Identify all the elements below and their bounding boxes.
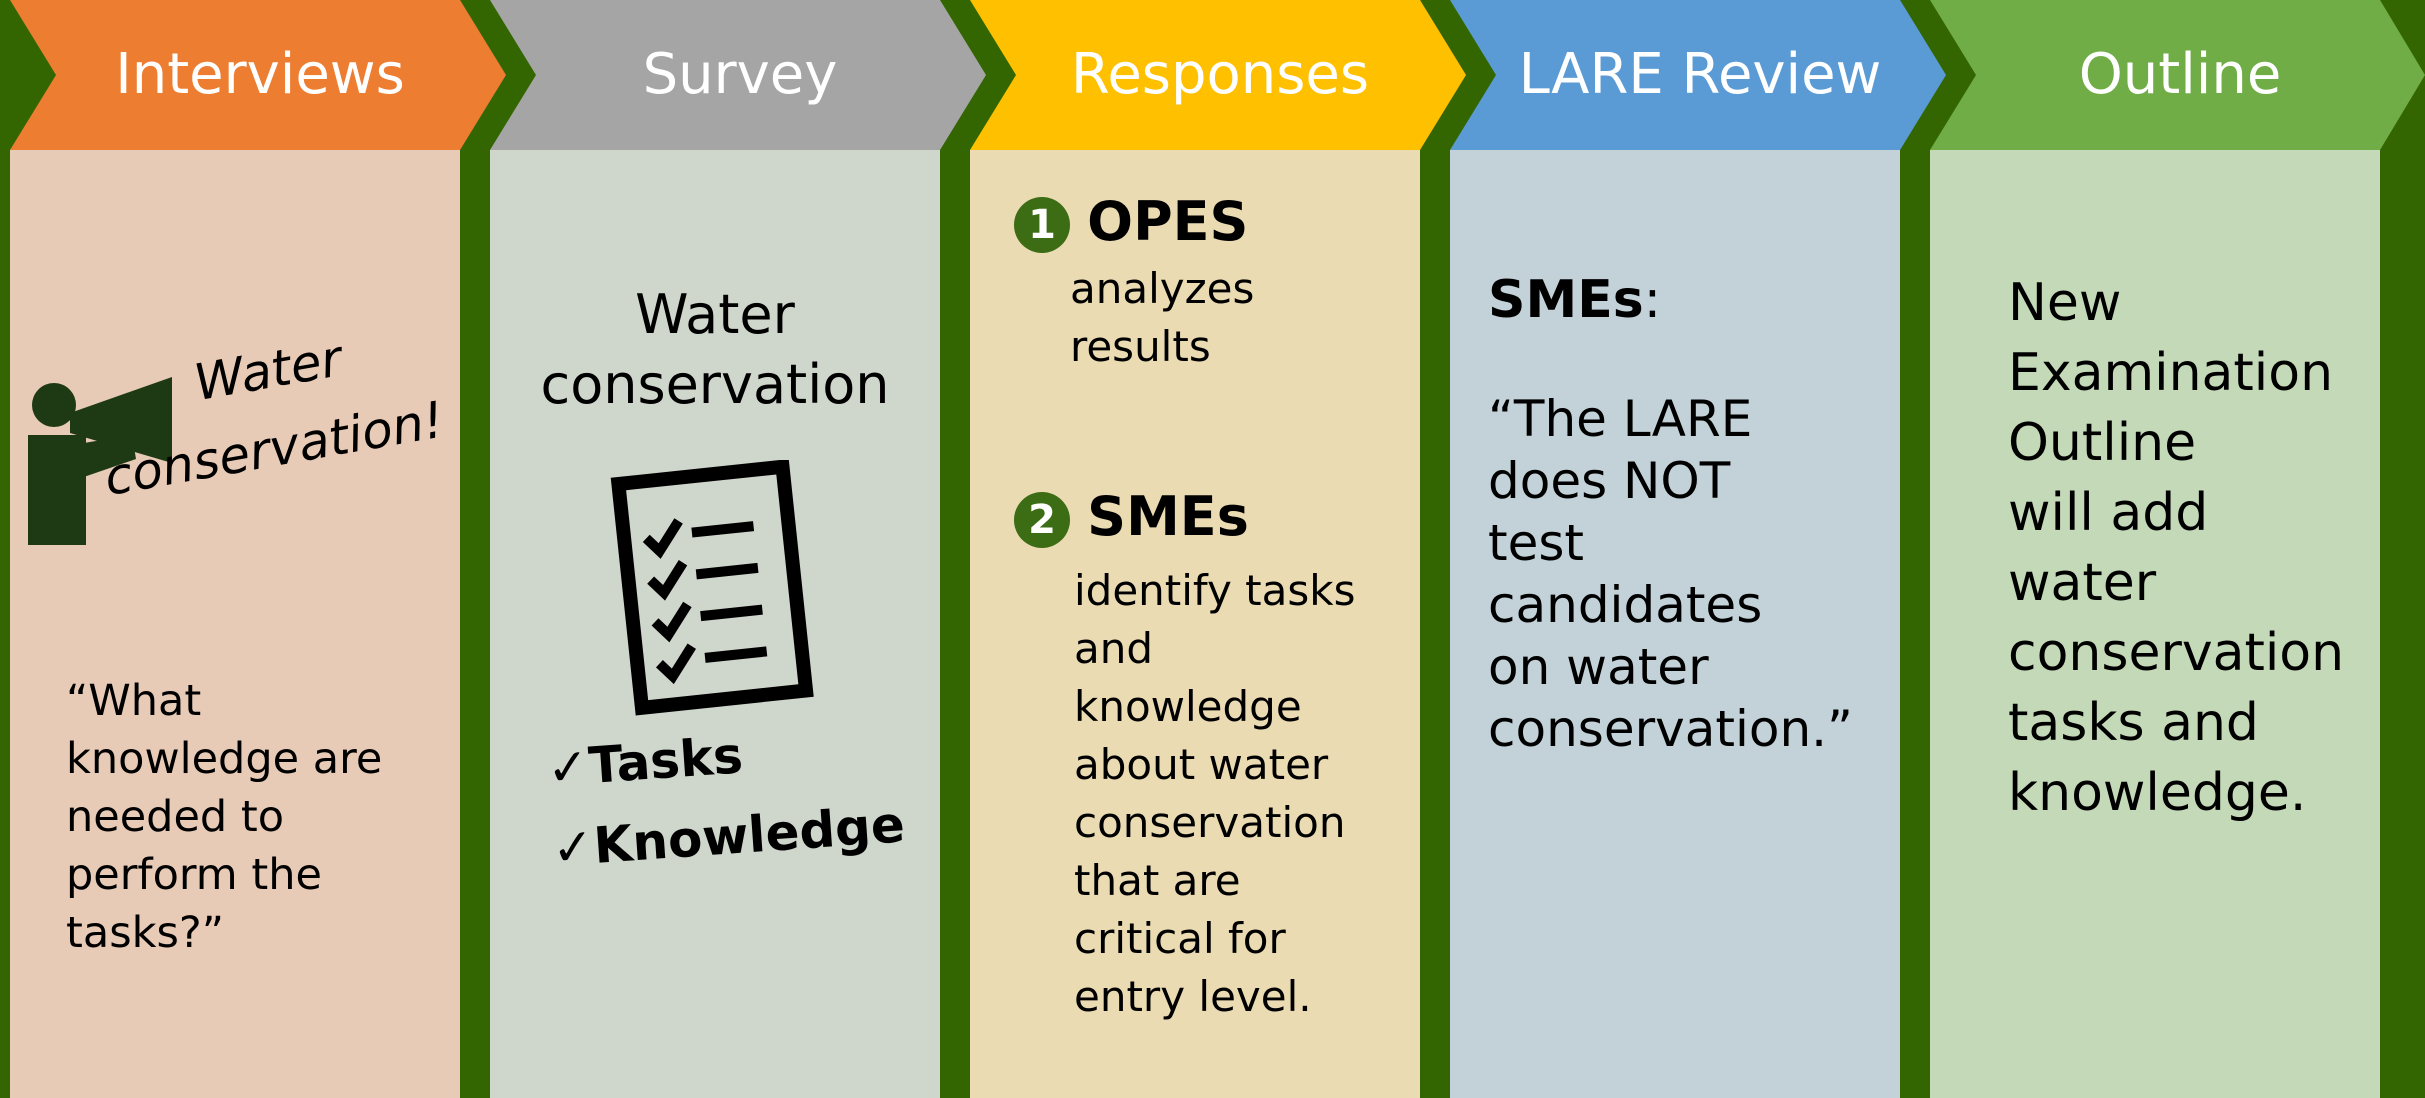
- shout-line-1: Water: [190, 329, 347, 413]
- responses-step-1: 1 OPES: [1014, 190, 1249, 254]
- quote-line: candidates: [1488, 576, 1763, 634]
- text-line: knowledge: [1074, 682, 1302, 731]
- sme-label: SMEs: [1488, 270, 1644, 330]
- quote-line: conservation.”: [1488, 700, 1853, 758]
- text-line: about water: [1074, 740, 1329, 789]
- outline-arrow: [1930, 0, 2425, 150]
- survey-title: Survey: [642, 42, 838, 107]
- text-line: results: [1070, 322, 1211, 371]
- lare-review-panel: SMEs: “The LARE does NOT test candidates…: [1450, 150, 1900, 1098]
- outline-line: will add: [2008, 483, 2209, 543]
- outline-line: conservation: [2008, 623, 2345, 683]
- quote-line: on water: [1488, 638, 1709, 696]
- survey-topic: Water conservation: [490, 280, 940, 420]
- interviews-title: Interviews: [115, 42, 405, 107]
- topic-line: conservation: [540, 353, 890, 416]
- checklist-icon: [610, 460, 814, 716]
- question-line: tasks?”: [66, 908, 225, 958]
- header-arrows: [10, 0, 2425, 150]
- step-2-title: SMEs: [1087, 485, 1249, 548]
- survey-item-tasks: ✓Tasks: [545, 726, 745, 798]
- item-label: Knowledge: [591, 795, 907, 875]
- text-line: analyzes: [1070, 264, 1255, 313]
- question-line: knowledge are: [66, 734, 383, 784]
- topic-line: Water: [635, 283, 795, 346]
- question-line: needed to: [66, 792, 285, 842]
- item-label: Tasks: [586, 726, 745, 795]
- step-1-text: analyzes results: [1070, 260, 1254, 376]
- question-line: “What: [66, 676, 202, 726]
- outline-line: New: [2008, 273, 2122, 333]
- text-line: identify tasks: [1074, 566, 1356, 615]
- survey-arrow: [490, 0, 986, 150]
- outline-line: knowledge.: [2008, 763, 2307, 823]
- interviews-arrow: [10, 0, 506, 150]
- lare-label: SMEs:: [1488, 270, 1661, 330]
- outline-line: water: [2008, 553, 2157, 613]
- interview-question: “What knowledge are needed to perform th…: [66, 672, 382, 962]
- text-line: that are: [1074, 856, 1241, 905]
- responses-title: Responses: [1070, 42, 1370, 107]
- survey-panel: Water conservation ✓Tasks ✓Knowledge: [490, 150, 940, 1098]
- step-1-title: OPES: [1087, 190, 1249, 253]
- quote-line: “The LARE: [1488, 390, 1753, 448]
- responses-panel: 1 OPES analyzes results 2 SMEs identify …: [970, 150, 1420, 1098]
- question-line: perform the: [66, 850, 322, 900]
- quote-line: test: [1488, 514, 1585, 572]
- quote-line: does NOT: [1488, 452, 1731, 510]
- responses-step-2: 2 SMEs: [1014, 485, 1249, 549]
- step-2-text: identify tasks and knowledge about water…: [1074, 562, 1355, 1026]
- outline-line: tasks and: [2008, 693, 2259, 753]
- outline-panel: New Examination Outline will add water c…: [1930, 150, 2380, 1098]
- check-icon: ✓: [545, 737, 591, 798]
- outline-line: Outline: [2008, 413, 2197, 473]
- interviews-panel: Water conservation! “What knowledge are …: [10, 150, 460, 1098]
- text-line: conservation: [1074, 798, 1346, 847]
- text-line: and: [1074, 624, 1154, 673]
- outline-title: Outline: [2078, 42, 2282, 107]
- sme-label-suffix: :: [1643, 270, 1662, 330]
- step-1-badge: 1: [1014, 197, 1070, 254]
- responses-arrow: [970, 0, 1466, 150]
- text-line: entry level.: [1074, 972, 1312, 1021]
- lare-review-arrow: [1450, 0, 1946, 150]
- lare-quote: “The LARE does NOT test candidates on wa…: [1488, 388, 1853, 760]
- outline-text: New Examination Outline will add water c…: [2008, 268, 2344, 828]
- text-line: critical for: [1074, 914, 1286, 963]
- survey-item-knowledge: ✓Knowledge: [550, 795, 907, 878]
- lare-review-title: LARE Review: [1518, 42, 1882, 107]
- megaphone-person-icon: [28, 377, 172, 545]
- step-2-badge: 2: [1014, 492, 1070, 549]
- outline-line: Examination: [2008, 343, 2334, 403]
- check-icon: ✓: [550, 817, 596, 878]
